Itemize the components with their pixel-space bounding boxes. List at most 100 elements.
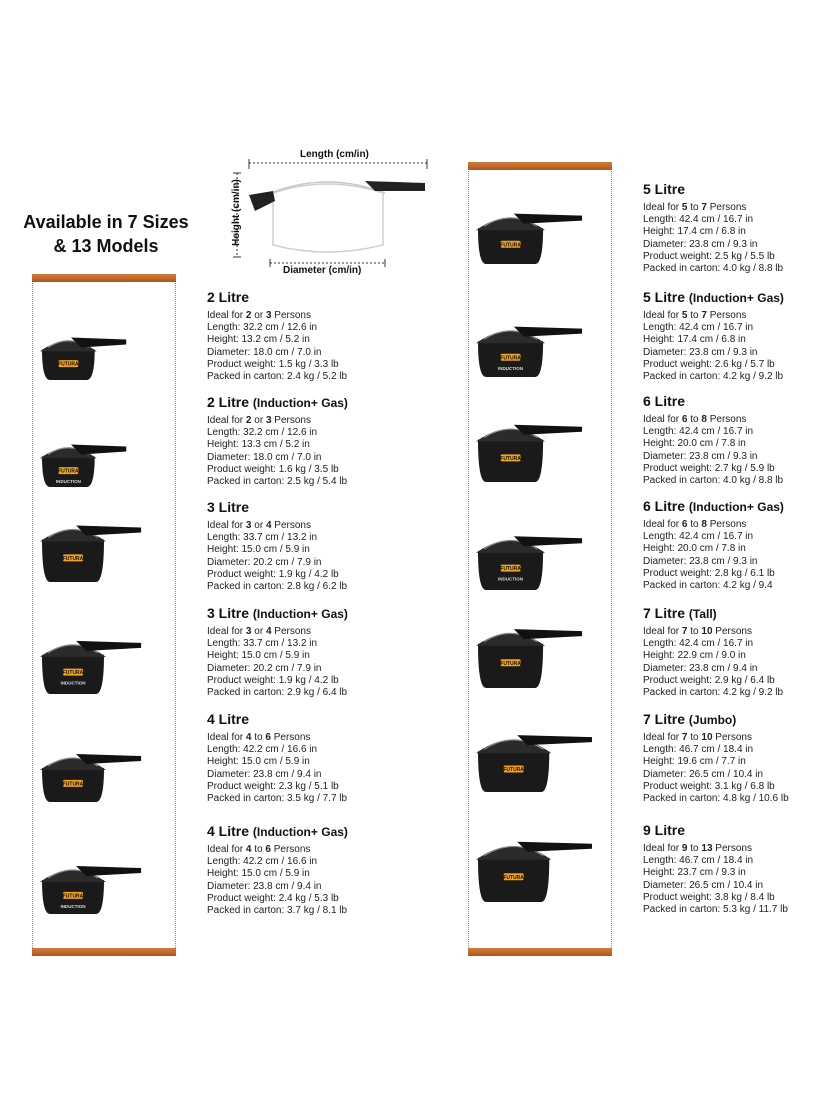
model-title: 6 Litre (643, 393, 818, 411)
length-line: Length: 42.2 cm / 16.6 in (207, 744, 318, 756)
carton-weight-line: Packed in carton: 3.5 kg / 7.7 lb (207, 793, 348, 805)
persons-max: 4 (265, 520, 272, 531)
height-line: Height: 15.0 cm / 5.9 in (207, 650, 310, 662)
diameter-line: Diameter: 26.5 cm / 10.4 in (643, 879, 764, 891)
headline: Available in 7 Sizes & 13 Models (16, 210, 196, 258)
diameter-line: Diameter: 20.2 cm / 7.9 in (207, 556, 322, 568)
brand-badge-text: FUTURA (503, 875, 524, 881)
brand-badge (63, 779, 83, 787)
brand-badge-text: FUTURA (63, 894, 84, 900)
persons-suffix: Persons (715, 626, 752, 637)
persons-suffix: Persons (709, 414, 747, 425)
height-label: Height (cm/in) (230, 179, 242, 246)
persons-line: Ideal for 7 to 10 Persons (643, 732, 752, 743)
lid-highlight (47, 757, 99, 767)
model-size: 6 Litre (643, 498, 686, 514)
height-line: Height: 15.0 cm / 5.9 in (207, 544, 310, 556)
diameter-line: Diameter: 20.2 cm / 7.9 in (207, 662, 322, 674)
cooker-handle (513, 536, 583, 547)
height-line: Height: 22.9 cm / 9.0 in (643, 650, 746, 662)
lid-highlight (483, 330, 538, 340)
brand-badge (63, 668, 83, 676)
diameter-line: Diameter: 23.8 cm / 9.4 in (207, 768, 322, 780)
brand-badge (58, 360, 79, 368)
model-spec: 7 Litre (Tall) Ideal for 7 to 10 Persons… (643, 605, 818, 699)
product-weight-line: Product weight: 3.1 kg / 6.8 lb (643, 780, 775, 792)
persons-line: Ideal for 6 to 8 Persons (643, 519, 747, 530)
persons-min: 2 (245, 415, 252, 426)
length-line: Length: 33.7 cm / 13.2 in (207, 638, 318, 650)
cooker-outline-drawing (233, 159, 428, 267)
model-title: 3 Litre (Induction+ Gas) (207, 605, 382, 623)
product-weight-line: Product weight: 2.8 kg / 6.1 lb (643, 567, 775, 579)
persons-max: 3 (265, 310, 272, 321)
model-title: 2 Litre (207, 289, 382, 307)
cooker-handle (517, 735, 592, 746)
height-line: Height: 20.0 cm / 7.8 in (643, 438, 746, 450)
persons-joiner: to (690, 843, 699, 854)
brand-badge-text: FUTURA (500, 566, 521, 572)
pressure-cooker-image: FUTURA (476, 841, 592, 902)
carton-weight-line: Packed in carton: 5.3 kg / 11.7 lb (643, 904, 788, 916)
cooker-image-frame: FUTURA INDUCTION (34, 832, 159, 914)
brand-badge (503, 873, 524, 881)
cooker-image-frame: FUTURA (470, 606, 595, 688)
model-title: 9 Litre (643, 822, 818, 840)
model-variant: (Jumbo) (688, 713, 737, 727)
carton-weight-line: Packed in carton: 3.7 kg / 8.1 lb (207, 905, 348, 917)
brand-badge-text: FUTURA (500, 661, 521, 667)
height-line: Height: 19.6 cm / 7.7 in (643, 756, 746, 768)
persons-joiner: to (690, 414, 699, 425)
persons-joiner: or (254, 520, 264, 531)
brand-badge-text: FUTURA (500, 355, 521, 361)
persons-max: 4 (265, 626, 272, 637)
cooker-handle (70, 337, 127, 348)
lid-highlight (47, 644, 99, 654)
pressure-cooker-image: FUTURA (476, 213, 583, 264)
length-line: Length: 42.4 cm / 16.7 in (643, 531, 754, 543)
cooker-handle (76, 754, 142, 764)
column-top-bar (32, 274, 176, 282)
height-line: Height: 13.2 cm / 5.2 in (207, 334, 310, 346)
persons-min: 4 (245, 732, 252, 743)
brand-badge-text: FUTURA (500, 456, 521, 462)
diameter-line: Diameter: 23.8 cm / 9.3 in (643, 450, 758, 462)
cooker-handle (76, 640, 142, 651)
model-spec: 7 Litre (Jumbo) Ideal for 7 to 10 Person… (643, 711, 818, 805)
cooker-image-frame: FUTURA (34, 500, 159, 582)
brand-badge (500, 564, 521, 572)
persons-suffix: Persons (273, 732, 311, 743)
persons-line: Ideal for 4 to 6 Persons (207, 732, 311, 743)
model-title: 2 Litre (Induction+ Gas) (207, 394, 382, 412)
persons-min: 2 (245, 310, 252, 321)
brand-badge (63, 554, 83, 562)
pressure-cooker-image: FUTURA (40, 337, 127, 380)
pressure-cooker-image: FUTURA (40, 754, 142, 802)
persons-suffix: Persons (715, 843, 752, 854)
induction-mark-text: INDUCTION (61, 904, 86, 909)
cooker-image-frame: FUTURA (34, 720, 159, 802)
model-size: 4 Litre (207, 711, 250, 727)
persons-max: 7 (701, 202, 707, 213)
persons-max: 3 (265, 415, 272, 426)
model-size: 2 Litre (207, 394, 250, 410)
carton-weight-line: Packed in carton: 2.9 kg / 6.4 lb (207, 687, 348, 699)
induction-mark-text: INDUCTION (498, 366, 523, 371)
model-spec: 3 Litre (Induction+ Gas) Ideal for 3 or … (207, 605, 382, 699)
persons-joiner: to (690, 202, 699, 213)
brand-badge (500, 353, 521, 361)
model-variant: (Tall) (688, 607, 717, 621)
induction-mark-text: INDUCTION (56, 479, 81, 484)
brand-badge (503, 765, 524, 773)
model-size: 3 Litre (207, 605, 250, 621)
persons-max: 13 (701, 843, 713, 854)
persons-min: 3 (245, 626, 252, 637)
model-spec: 2 Litre Ideal for 2 or 3 Persons Length:… (207, 289, 382, 383)
model-size: 3 Litre (207, 499, 250, 515)
model-title: 3 Litre (207, 499, 382, 517)
model-spec: 2 Litre (Induction+ Gas) Ideal for 2 or … (207, 394, 382, 488)
persons-line: Ideal for 3 or 4 Persons (207, 520, 311, 531)
model-size: 7 Litre (643, 605, 686, 621)
lid-highlight (483, 428, 538, 439)
